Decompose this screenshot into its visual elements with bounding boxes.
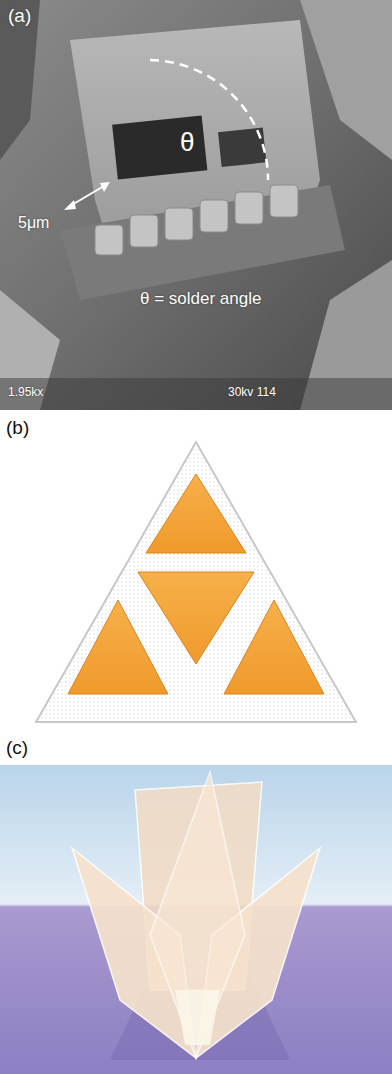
panel-letter: (a) [8,6,31,27]
folded-pyramid [0,765,392,1074]
triangle-pattern [36,442,356,722]
sem-magnification: 1.95kx [8,386,43,399]
panel-letter: (b) [6,418,29,439]
dimension-label: 5μm [18,214,49,232]
panel-letter: (c) [6,738,28,759]
annotation-text: θ = solder angle [140,290,261,309]
sem-image [0,0,392,410]
angle-symbol: θ [180,128,194,157]
sem-voltage: 30kv 114 [228,386,276,399]
